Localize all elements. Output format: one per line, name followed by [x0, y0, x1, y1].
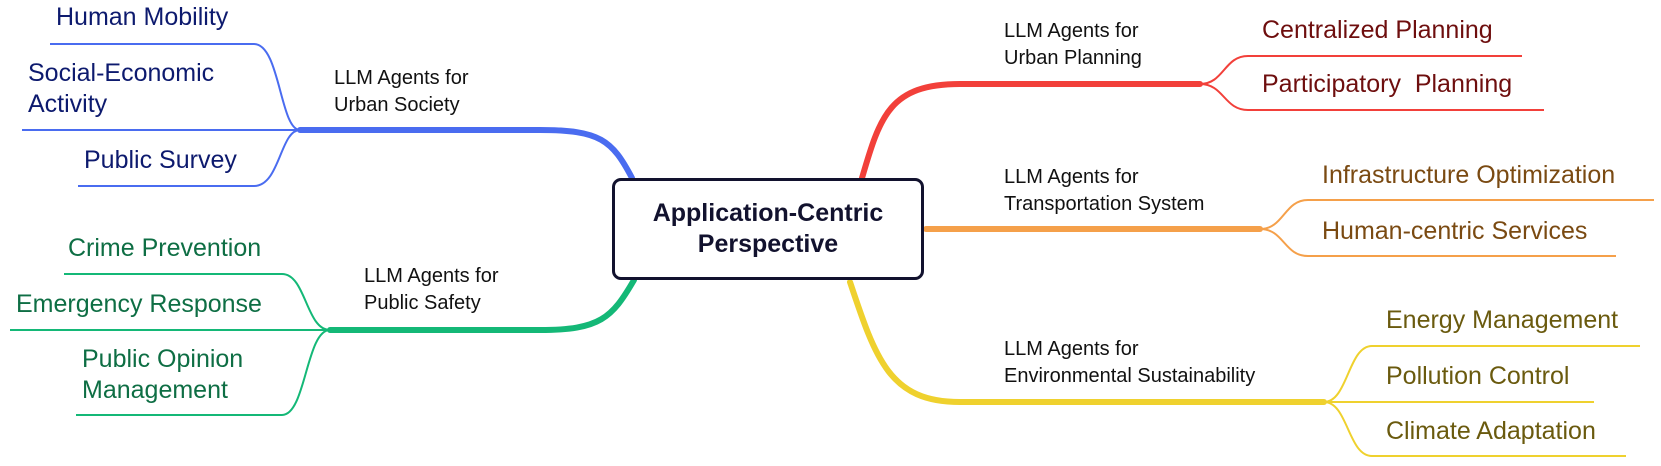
center-title-line-1: Application-Centric	[652, 199, 884, 227]
leaf-participatory-planning: Participatory Planning	[1262, 69, 1512, 100]
leaf-public-survey: Public Survey	[84, 145, 237, 176]
leaf-human-centric-services: Human-centric Services	[1322, 216, 1587, 247]
branch-label-line: LLM Agents for	[1004, 20, 1139, 42]
connector-society-trunk	[297, 127, 635, 181]
leaf-text: Energy Management	[1386, 306, 1619, 334]
leaf-text: Activity	[28, 90, 108, 118]
connector-planning-leaf-2	[1199, 83, 1544, 111]
leaf-text: Centralized Planning	[1262, 16, 1493, 44]
leaf-energy-management: Energy Management	[1386, 305, 1618, 336]
branch-label-line: Public Safety	[364, 292, 481, 314]
center-title-line-2: Perspective	[697, 230, 839, 258]
leaf-text: Public Opinion	[82, 345, 244, 373]
branch-label-line: Urban Society	[334, 94, 460, 116]
leaf-centralized-planning: Centralized Planning	[1262, 15, 1493, 46]
branch-label-urban-planning: LLM Agents for Urban Planning	[1004, 18, 1142, 72]
leaf-text: Crime Prevention	[68, 234, 262, 262]
leaf-emergency-response: Emergency Response	[16, 289, 262, 320]
branch-label-line: LLM Agents for	[1004, 338, 1139, 360]
leaf-public-opinion-management: Public Opinion Management	[82, 344, 243, 406]
branch-label-line: LLM Agents for	[1004, 166, 1139, 188]
connector-planning-trunk	[859, 81, 1203, 181]
leaf-text: Infrastructure Optimization	[1322, 161, 1616, 189]
leaf-text: Emergency Response	[16, 290, 262, 318]
connector-safety-leaf-3	[76, 329, 331, 416]
branch-label-line: Transportation System	[1004, 193, 1205, 215]
branch-label-line: Environmental Sustainability	[1004, 365, 1256, 387]
leaf-text: Climate Adaptation	[1386, 417, 1596, 445]
connector-society-leaf-1	[50, 43, 301, 131]
center-node: Application-Centric Perspective	[612, 178, 924, 280]
leaf-text: Human Mobility	[56, 3, 229, 31]
leaf-social-economic-activity: Social-Economic Activity	[28, 58, 214, 120]
leaf-infrastructure-optimization: Infrastructure Optimization	[1322, 160, 1615, 191]
branch-label-transportation-system: LLM Agents for Transportation System	[1004, 164, 1204, 218]
connector-safety-leaf-1	[64, 273, 331, 331]
leaf-climate-adaptation: Climate Adaptation	[1386, 416, 1596, 447]
leaf-text: Pollution Control	[1386, 362, 1570, 390]
branch-label-environmental-sustainability: LLM Agents for Environmental Sustainabil…	[1004, 336, 1255, 390]
leaf-human-mobility: Human Mobility	[56, 2, 228, 33]
branch-label-urban-society: LLM Agents for Urban Society	[334, 65, 469, 119]
connector-environment-leaf-3	[1323, 401, 1626, 457]
connector-society-leaf-3	[78, 129, 301, 187]
branch-label-line: LLM Agents for	[364, 265, 499, 287]
branch-label-line: Urban Planning	[1004, 47, 1142, 69]
connector-planning-leaf-1	[1199, 55, 1522, 85]
connector-environment-leaf-1	[1323, 345, 1640, 403]
branch-label-public-safety: LLM Agents for Public Safety	[364, 263, 499, 317]
leaf-text: Public Survey	[84, 146, 237, 174]
branch-label-line: LLM Agents for	[334, 67, 469, 89]
leaf-pollution-control: Pollution Control	[1386, 361, 1569, 392]
leaf-text: Management	[82, 376, 228, 404]
connector-transport-leaf-1	[1259, 199, 1654, 230]
leaf-crime-prevention: Crime Prevention	[68, 233, 261, 264]
leaf-text: Social-Economic	[28, 59, 215, 87]
leaf-text: Participatory Planning	[1262, 70, 1513, 98]
connector-transport-leaf-2	[1259, 228, 1616, 257]
connector-environment-trunk	[847, 279, 1327, 405]
leaf-text: Human-centric Services	[1322, 217, 1588, 245]
connector-safety-trunk	[327, 277, 637, 333]
